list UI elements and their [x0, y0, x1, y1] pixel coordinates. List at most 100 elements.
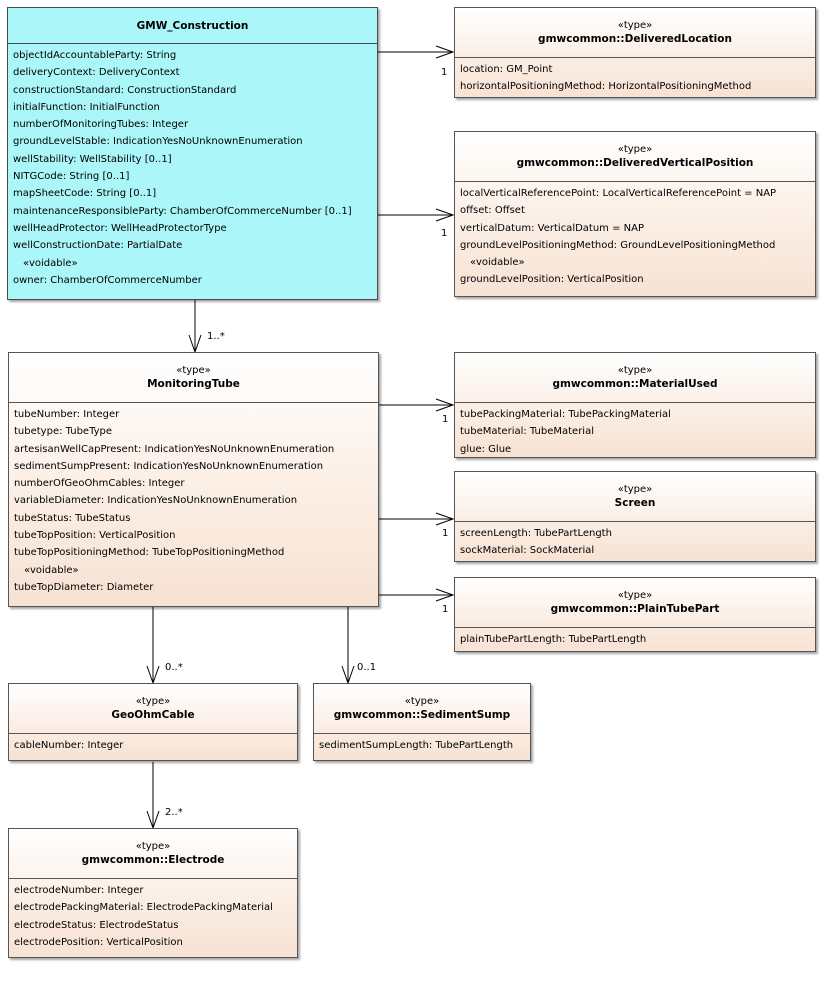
attribute: wellStability: WellStability [0..1]	[13, 153, 172, 165]
multiplicity-vertical-position: 1	[441, 228, 448, 239]
attribute: electrodePosition: VerticalPosition	[14, 936, 183, 948]
class-stereotype: «type»	[135, 841, 171, 852]
class-header: «type» gmwcommon::DeliveredLocation	[455, 8, 815, 58]
attribute-list: location: GM_Point horizontalPositioning…	[455, 58, 815, 96]
class-sediment-sump[interactable]: «type» gmwcommon::SedimentSump sedimentS…	[313, 683, 531, 761]
attribute: glue: Glue	[460, 443, 512, 455]
attribute: verticalDatum: VerticalDatum = NAP	[460, 222, 645, 234]
attribute: maintenanceResponsibleParty: ChamberOfCo…	[13, 205, 352, 217]
attribute: deliveryContext: DeliveryContext	[13, 67, 180, 79]
attribute: electrodePackingMaterial: ElectrodePacki…	[14, 902, 273, 914]
attribute: location: GM_Point	[460, 64, 553, 75]
class-title: gmwcommon::MaterialUsed	[552, 378, 718, 390]
class-stereotype: «type»	[617, 20, 653, 31]
attribute: sockMaterial: SockMaterial	[460, 545, 595, 557]
class-title: Screen	[614, 497, 656, 509]
attribute: groundLevelPosition: VerticalPosition	[460, 274, 644, 286]
class-header: «type» gmwcommon::PlainTubePart	[455, 578, 815, 628]
class-title: MonitoringTube	[147, 378, 240, 390]
voidable-label: «voidable»	[24, 564, 79, 576]
class-plain-tube-part[interactable]: «type» gmwcommon::PlainTubePart plainTub…	[454, 577, 816, 652]
attribute-list: objectIdAccountableParty: String deliver…	[8, 44, 377, 289]
class-stereotype: «type»	[404, 696, 440, 707]
class-monitoring-tube[interactable]: «type» MonitoringTube tubeNumber: Intege…	[8, 352, 379, 607]
attribute: tubeTopPositioningMethod: TubeTopPositio…	[14, 547, 285, 559]
multiplicity-material-used: 1	[442, 414, 449, 425]
attribute: constructionStandard: ConstructionStanda…	[13, 84, 237, 96]
attribute: localVerticalReferencePoint: LocalVertic…	[460, 188, 777, 199]
attribute: artesisanWellCapPresent: IndicationYesNo…	[14, 443, 335, 455]
attribute: groundLevelPositioningMethod: GroundLeve…	[460, 239, 776, 251]
class-title: GMW_Construction	[136, 19, 249, 32]
attribute: tubeTopPosition: VerticalPosition	[14, 530, 176, 542]
attribute-list: screenLength: TubePartLength sockMateria…	[455, 522, 815, 560]
attribute: wellConstructionDate: PartialDate	[13, 240, 183, 252]
class-header: GMW_Construction	[8, 8, 377, 44]
class-header: «type» gmwcommon::Electrode	[9, 829, 297, 879]
class-stereotype: «type»	[617, 484, 653, 495]
attribute: tubePackingMaterial: TubePackingMaterial	[460, 409, 671, 420]
attribute: electrodeStatus: ElectrodeStatus	[14, 919, 179, 931]
attribute-list: localVerticalReferencePoint: LocalVertic…	[455, 182, 815, 288]
attribute-list: sedimentSumpLength: TubePartLength	[314, 734, 530, 754]
attribute: numberOfMonitoringTubes: Integer	[13, 119, 189, 131]
attribute: horizontalPositioningMethod: HorizontalP…	[460, 81, 752, 93]
attribute-list: tubeNumber: Integer tubetype: TubeType a…	[9, 403, 378, 596]
class-stereotype: «type»	[617, 590, 653, 601]
attribute-list: electrodeNumber: Integer electrodePackin…	[9, 879, 297, 951]
class-title: gmwcommon::Electrode	[81, 854, 225, 866]
class-title: gmwcommon::SedimentSump	[333, 709, 511, 721]
attribute: offset: Offset	[460, 205, 525, 217]
attribute: numberOfGeoOhmCables: Integer	[14, 478, 185, 490]
class-stereotype: «type»	[176, 365, 211, 376]
attribute: electrodeNumber: Integer	[14, 885, 144, 896]
class-title: gmwcommon::DeliveredLocation	[538, 33, 732, 45]
class-title: GeoOhmCable	[111, 709, 195, 721]
multiplicity-screen: 1	[442, 528, 449, 539]
multiplicity-sediment-sump: 0..1	[357, 662, 377, 673]
class-header: «type» gmwcommon::SedimentSump	[314, 684, 530, 734]
attribute: NITGCode: String [0..1]	[13, 171, 130, 183]
multiplicity-electrode: 2..*	[165, 807, 183, 818]
attribute: initialFunction: InitialFunction	[13, 101, 160, 113]
class-material-used[interactable]: «type» gmwcommon::MaterialUsed tubePacki…	[454, 352, 816, 458]
class-header: «type» gmwcommon::MaterialUsed	[455, 353, 815, 403]
class-title: gmwcommon::PlainTubePart	[550, 603, 720, 615]
attribute: sedimentSumpPresent: IndicationYesNoUnkn…	[14, 460, 324, 472]
attribute: cableNumber: Integer	[14, 740, 124, 751]
attribute: sedimentSumpLength: TubePartLength	[319, 740, 514, 751]
attribute-list: cableNumber: Integer	[9, 734, 297, 754]
voidable-label: «voidable»	[470, 257, 525, 269]
multiplicity-geo-ohm-cable: 0..*	[165, 662, 183, 673]
multiplicity-plain-tube-part: 1	[442, 604, 449, 615]
class-delivered-vertical-position[interactable]: «type» gmwcommon::DeliveredVerticalPosit…	[454, 131, 816, 297]
attribute: objectIdAccountableParty: String	[13, 50, 177, 61]
voidable-label: «voidable»	[23, 257, 78, 269]
attribute: tubetype: TubeType	[14, 426, 113, 438]
attribute-list: plainTubePartLength: TubePartLength	[455, 628, 815, 648]
class-electrode[interactable]: «type» gmwcommon::Electrode electrodeNum…	[8, 828, 298, 958]
class-header: «type» GeoOhmCable	[9, 684, 297, 734]
attribute: mapSheetCode: String [0..1]	[13, 188, 157, 200]
class-stereotype: «type»	[617, 144, 653, 155]
attribute: tubeMaterial: TubeMaterial	[460, 426, 594, 438]
class-title: gmwcommon::DeliveredVerticalPosition	[516, 157, 754, 169]
attribute: groundLevelStable: IndicationYesNoUnknow…	[13, 136, 303, 148]
class-stereotype: «type»	[135, 696, 171, 707]
attribute-list: tubePackingMaterial: TubePackingMaterial…	[455, 403, 815, 458]
class-delivered-location[interactable]: «type» gmwcommon::DeliveredLocation loca…	[454, 7, 816, 98]
multiplicity-location: 1	[441, 67, 448, 78]
class-geo-ohm-cable[interactable]: «type» GeoOhmCable cableNumber: Integer	[8, 683, 298, 761]
attribute: owner: ChamberOfCommerceNumber	[13, 274, 202, 286]
class-header: «type» Screen	[455, 472, 815, 522]
class-stereotype: «type»	[617, 365, 653, 376]
attribute: tubeTopDiameter: Diameter	[14, 581, 154, 593]
attribute: variableDiameter: IndicationYesNoUnknown…	[14, 495, 298, 507]
class-gmw-construction[interactable]: GMW_Construction objectIdAccountablePart…	[7, 7, 378, 300]
multiplicity-monitoring-tube: 1..*	[207, 331, 225, 342]
class-screen[interactable]: «type» Screen screenLength: TubePartLeng…	[454, 471, 816, 562]
attribute: plainTubePartLength: TubePartLength	[460, 634, 647, 645]
attribute: tubeStatus: TubeStatus	[14, 512, 131, 524]
attribute: tubeNumber: Integer	[14, 409, 120, 420]
class-header: «type» gmwcommon::DeliveredVerticalPosit…	[455, 132, 815, 182]
